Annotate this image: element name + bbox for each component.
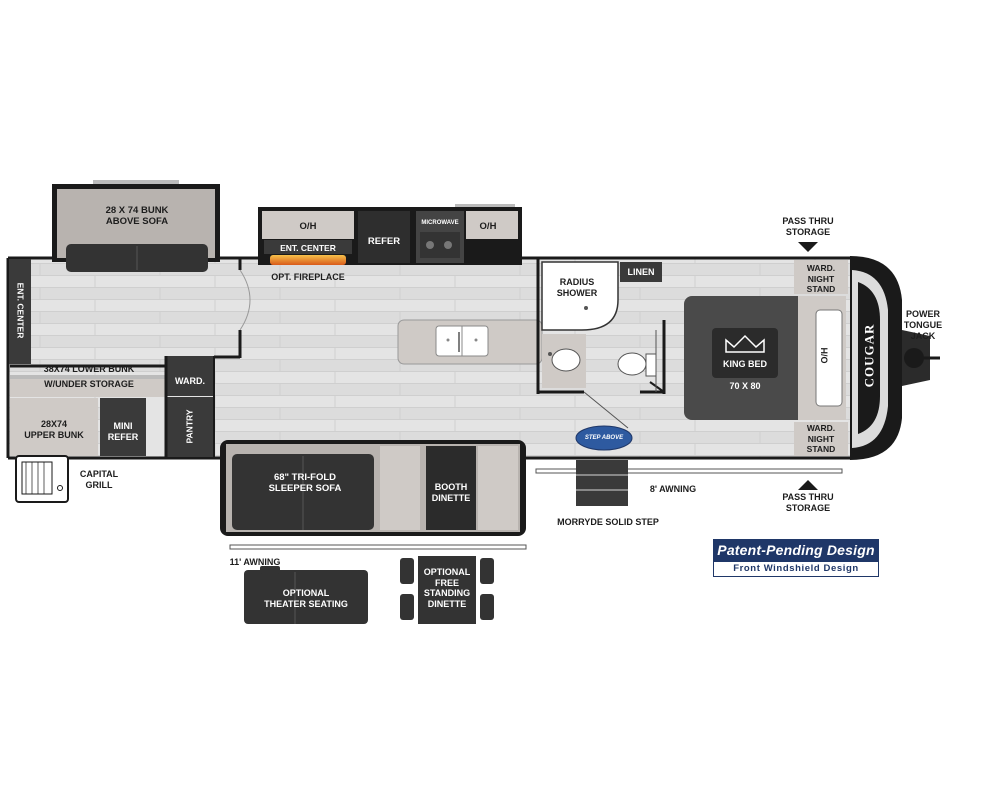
ward-night-stand-bottom-line2: Night <box>807 433 835 444</box>
kitchen-slide <box>258 204 522 265</box>
morryde-step <box>575 425 633 506</box>
bunk-above-sofa-line1: 28 x 74 Bunk <box>105 205 169 216</box>
mini-refer-line2: Refer <box>107 432 139 442</box>
booth-dinette-label: Booth Dinette <box>426 482 476 504</box>
upper-bunk-line2: Upper Bunk <box>24 430 84 440</box>
ent-center-side-block <box>9 259 31 364</box>
power-tongue-jack-line3: Jack <box>910 331 936 341</box>
bunk-room <box>10 258 251 458</box>
booth-dinette-line1: Booth <box>434 482 468 492</box>
ward-night-stand-bottom-line1: Ward. <box>806 423 836 433</box>
front-cap <box>850 256 940 460</box>
booth-dinette-line2: Dinette <box>431 493 471 503</box>
power-tongue-jack-line2: Tongue <box>903 320 943 330</box>
bunk-slide <box>52 180 220 272</box>
capital-grill-label: Capital Grill <box>72 469 126 491</box>
ward-night-stand-bottom-line3: Stand <box>806 444 836 454</box>
pantry-label: Pantry <box>184 409 195 444</box>
lower-bunk-line1: 38x74 Lower Bunk <box>43 364 135 374</box>
optional-theater-seating <box>244 566 368 624</box>
ward-night-stand-bottom-label: Ward. Night Stand <box>794 423 848 455</box>
linen-label: Linen <box>627 267 655 277</box>
step-above-logo: Step Above <box>584 435 624 441</box>
pass-thru-storage-bottom-line2: Storage <box>785 503 831 513</box>
bunk-above-sofa-label: 28 x 74 Bunk Above Sofa <box>90 205 184 227</box>
optional-dinette-line1: Optional <box>423 567 471 577</box>
microwave-label: Microwave <box>421 220 459 226</box>
pass-thru-storage-bottom-line1: Pass Thru <box>782 492 834 502</box>
bathroom <box>536 258 666 429</box>
awning-11-bar <box>229 544 527 550</box>
opt-fireplace-label: Opt. Fireplace <box>271 272 345 282</box>
awning-11-label: 11' Awning <box>229 557 281 567</box>
ent-center-top-label: Ent. Center <box>280 243 336 253</box>
ward-night-stand-top-label: Ward. Night Stand <box>794 263 848 295</box>
upper-bunk-line1: 28x74 <box>40 419 68 429</box>
pass-thru-storage-top-line1: Pass Thru <box>782 216 834 226</box>
optional-free-standing-dinette <box>400 556 494 624</box>
living-slide <box>220 440 526 536</box>
patent-pending-badge: Patent-Pending Design Front Windshield D… <box>713 539 879 577</box>
oh-bed-label: O/H <box>819 347 830 364</box>
ward-night-stand-top-line3: Stand <box>806 284 836 294</box>
pass-thru-storage-top-line2: Storage <box>785 227 831 237</box>
radius-shower-label: Radius Shower <box>548 277 606 299</box>
lower-bunk-label: 38x74 Lower Bunk W/Under Storage <box>22 364 156 390</box>
refer-label: Refer <box>367 236 401 247</box>
capital-grill-line1: Capital <box>79 469 119 479</box>
radius-shower-line1: Radius <box>559 277 595 287</box>
bedroom <box>684 256 856 456</box>
radius-shower-line2: Shower <box>556 288 598 298</box>
ward-left-label: Ward. <box>175 376 205 386</box>
morryde-step-label: MORryde Solid Step <box>557 517 659 527</box>
lower-bunk-line2: W/Under Storage <box>44 379 134 389</box>
brand-logo: Cougar <box>861 323 877 388</box>
capital-grill-line2: Grill <box>85 480 113 490</box>
kitchen-island <box>397 319 543 365</box>
power-tongue-jack-label: Power Tongue Jack <box>896 309 950 342</box>
upper-bunk-label: 28x74 Upper Bunk <box>18 419 90 441</box>
king-bed-label: King Bed <box>722 359 767 369</box>
optional-dinette-line4: Dinette <box>427 598 467 609</box>
pass-thru-bottom-arrow <box>798 480 818 490</box>
oh-right-label: O/H <box>479 221 497 232</box>
optional-theater-label: Optional Theater Seating <box>244 588 368 610</box>
sleeper-sofa-line1: 68" Tri-Fold <box>273 472 337 483</box>
ent-center-side-label: Ent. Center <box>15 282 26 339</box>
optional-dinette-line2: Free <box>434 577 459 588</box>
oh-left-label: O/H <box>299 221 317 232</box>
awning-8-label: 8' Awning <box>649 484 697 494</box>
ward-night-stand-top-line1: Ward. <box>806 263 836 273</box>
optional-dinette-label: Optional Free Standing Dinette <box>418 567 476 609</box>
optional-theater-line1: Optional <box>282 588 330 598</box>
optional-theater-line2: Theater Seating <box>264 599 348 609</box>
mini-refer-line1: Mini <box>113 421 133 431</box>
pass-thru-storage-top-label: Pass Thru Storage <box>776 216 840 238</box>
pass-thru-storage-bottom-label: Pass Thru Storage <box>776 492 840 514</box>
optional-dinette-line3: Standing <box>423 588 471 598</box>
ward-night-stand-top-line2: Night <box>807 273 835 284</box>
sleeper-sofa-label: 68" Tri-Fold Sleeper Sofa <box>236 472 374 494</box>
badge-title: Patent-Pending Design <box>713 539 879 561</box>
sleeper-sofa-line2: Sleeper Sofa <box>268 483 342 494</box>
power-tongue-jack-line1: Power <box>905 309 940 319</box>
mini-refer-label: Mini Refer <box>100 421 146 443</box>
badge-subtitle: Front Windshield Design <box>713 561 879 577</box>
king-bed-size-label: 70 x 80 <box>729 381 761 391</box>
awning-8-bar <box>535 468 843 474</box>
pass-thru-top-arrow <box>798 242 818 252</box>
bunk-above-sofa-line2: Above Sofa <box>105 216 169 227</box>
capital-grill <box>15 455 69 503</box>
